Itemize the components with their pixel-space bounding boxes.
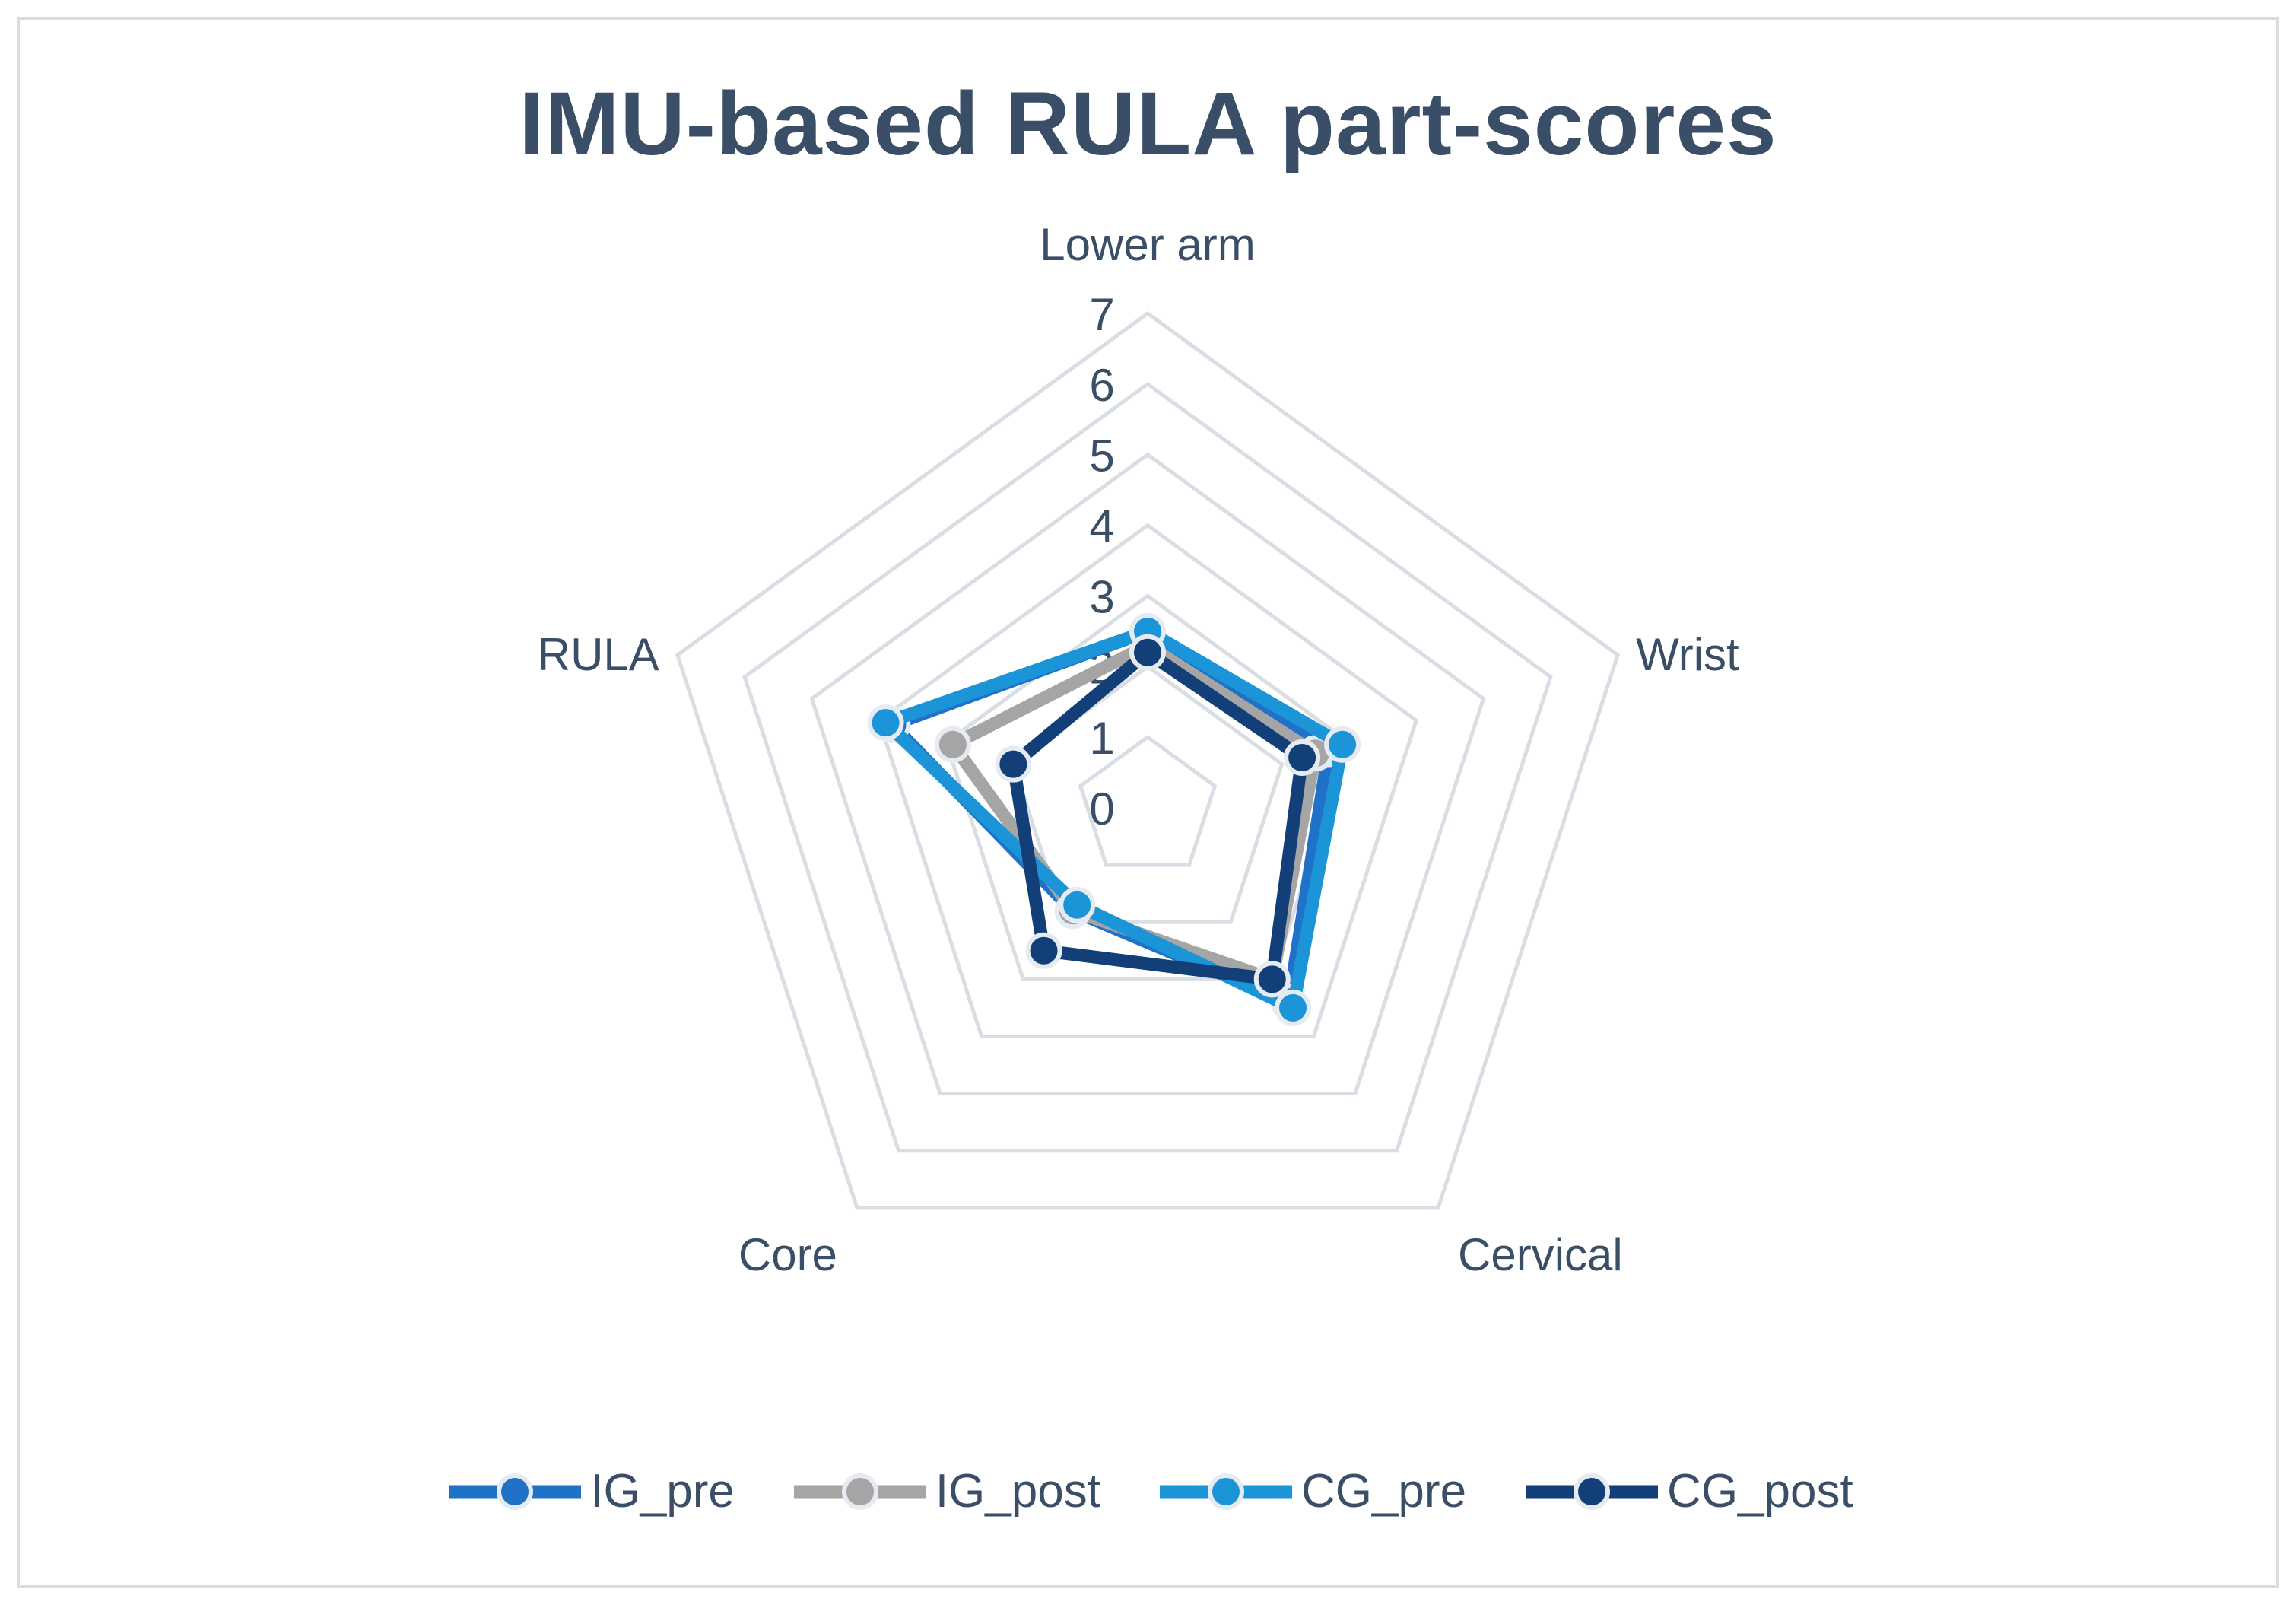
marker-IG_post-4 bbox=[934, 726, 971, 763]
marker-CG_pre-3 bbox=[1059, 886, 1096, 923]
tick-label-1: 1 bbox=[1089, 713, 1114, 764]
tick-label-5: 5 bbox=[1089, 431, 1114, 482]
series-line-CG_pre bbox=[873, 624, 1350, 1018]
grid-ring-5 bbox=[809, 452, 1486, 1096]
series-CG_post bbox=[995, 634, 1321, 998]
legend: IG_pre IG_post CG_pre CG_post bbox=[0, 1464, 2296, 1518]
tick-label-4: 4 bbox=[1089, 501, 1114, 552]
legend-label-CG_post: CG_post bbox=[1667, 1465, 1853, 1518]
grid-ring-4 bbox=[876, 523, 1419, 1038]
axis-label-cervical: Cervical bbox=[1458, 1229, 1623, 1280]
marker-CG_pre-4 bbox=[867, 704, 904, 742]
legend-swatch-IG_pre bbox=[449, 1473, 582, 1510]
tick-label-7: 7 bbox=[1089, 289, 1114, 340]
chart-area bbox=[17, 17, 2279, 1588]
marker-CG_pre-2 bbox=[1275, 989, 1312, 1026]
grid-ring-3 bbox=[944, 593, 1351, 981]
legend-label-IG_post: IG_post bbox=[935, 1465, 1100, 1518]
chart-title: IMU-based RULA part-scores bbox=[519, 74, 1777, 174]
legend-swatch-IG_post bbox=[793, 1473, 926, 1510]
series-layer bbox=[867, 612, 1361, 1026]
legend-swatch-CG_post bbox=[1526, 1473, 1659, 1510]
axis-label-wrist: Wrist bbox=[1636, 629, 1739, 680]
legend-label-IG_pre: IG_pre bbox=[590, 1465, 735, 1518]
legend-label-CG_pre: CG_pre bbox=[1300, 1465, 1467, 1518]
legend-item-CG_pre: CG_pre bbox=[1154, 1464, 1466, 1518]
series-line-CG_post bbox=[1006, 644, 1310, 987]
marker-CG_pre-1 bbox=[1324, 726, 1361, 763]
axis-label-lower-arm: Lower arm bbox=[1040, 219, 1255, 270]
marker-CG_post-2 bbox=[1253, 961, 1291, 998]
grid-ring-7 bbox=[675, 310, 1621, 1210]
legend-item-IG_post: IG_post bbox=[788, 1464, 1100, 1518]
tick-label-6: 6 bbox=[1089, 360, 1114, 411]
tick-label-3: 3 bbox=[1089, 571, 1114, 622]
legend-item-CG_post: CG_post bbox=[1520, 1464, 1853, 1518]
marker-CG_post-4 bbox=[995, 745, 1032, 783]
marker-CG_post-0 bbox=[1129, 634, 1166, 671]
legend-item-IG_pre: IG_pre bbox=[443, 1464, 735, 1518]
axis-label-rula: RULA bbox=[538, 629, 659, 680]
marker-CG_post-1 bbox=[1284, 739, 1321, 777]
grid-ring-1 bbox=[1078, 735, 1218, 867]
axis-label-core: Core bbox=[738, 1229, 837, 1280]
tick-label-0: 0 bbox=[1089, 783, 1114, 834]
radar-grid bbox=[675, 310, 1621, 1210]
grid-ring-6 bbox=[742, 381, 1553, 1153]
legend-swatch-CG_pre bbox=[1159, 1473, 1292, 1510]
marker-CG_post-3 bbox=[1025, 932, 1062, 969]
